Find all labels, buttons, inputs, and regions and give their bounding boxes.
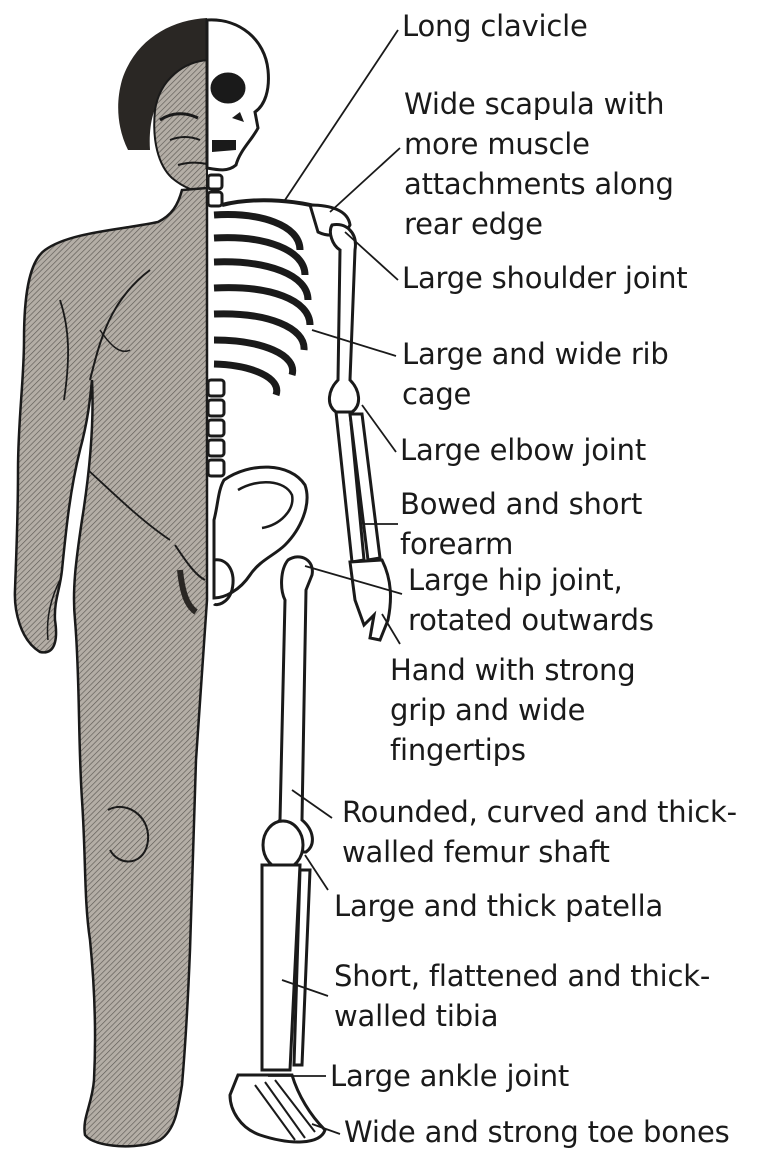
- label-large-elbow-joint: Large elbow joint: [400, 430, 646, 470]
- spine: [208, 175, 224, 476]
- label-femur: Rounded, curved and thick- walled femur …: [342, 792, 737, 872]
- label-hand: Hand with strong grip and wide fingertip…: [390, 650, 635, 770]
- label-large-shoulder-joint: Large shoulder joint: [402, 258, 687, 298]
- label-ankle: Large ankle joint: [330, 1056, 569, 1096]
- leader-line-clavicle: [285, 30, 398, 200]
- label-tibia: Short, flattened and thick- walled tibia: [334, 956, 710, 1036]
- label-hip-joint: Large hip joint, rotated outwards: [408, 560, 654, 640]
- body-silhouette: [15, 18, 207, 1146]
- leader-line-rib: [312, 330, 396, 356]
- label-wide-scapula: Wide scapula with more muscle attachment…: [404, 84, 674, 244]
- label-forearm: Bowed and short forearm: [400, 484, 642, 564]
- leader-line-scapula: [330, 148, 400, 212]
- label-long-clavicle: Long clavicle: [402, 6, 588, 46]
- label-toe-bones: Wide and strong toe bones: [344, 1112, 730, 1152]
- rib-cage: [214, 215, 310, 395]
- label-rib-cage: Large and wide rib cage: [402, 334, 669, 414]
- label-patella: Large and thick patella: [334, 886, 663, 926]
